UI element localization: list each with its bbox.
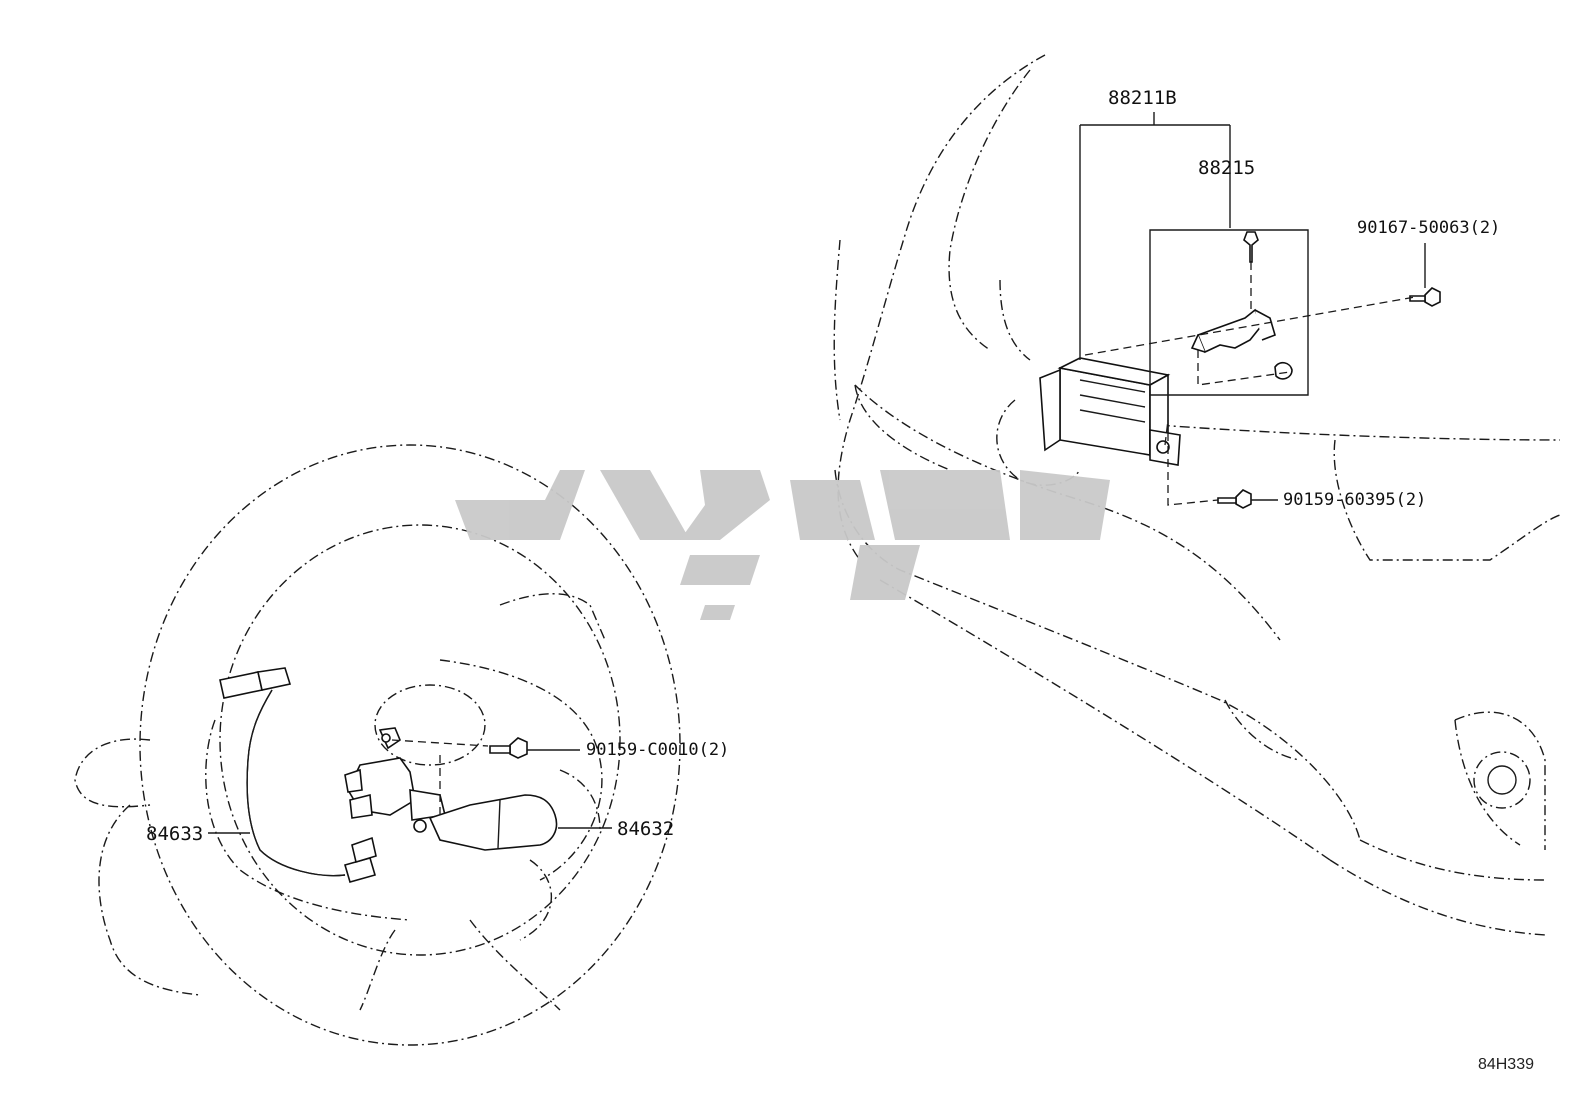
callout-module-bolt: 90159-60395(2) — [1283, 490, 1426, 510]
steering-wheel-outline — [74, 444, 681, 1046]
callout-module-assembly: 88211B — [1108, 87, 1177, 109]
sensor-bracket — [1190, 231, 1293, 380]
bracket-bolt — [1409, 287, 1441, 307]
callout-switch-bolt: 90159-C0010(2) — [586, 740, 729, 760]
module-bolt — [1217, 489, 1252, 509]
cruise-control-switch — [344, 727, 558, 851]
drawing-code: 84H339 — [1477, 1056, 1534, 1073]
leader-lines-left — [208, 739, 612, 834]
radar-sensor-module — [1039, 357, 1181, 466]
callout-wire-harness: 84633 — [146, 823, 203, 845]
switch-bolt — [489, 737, 528, 759]
callout-bracket-bolt: 90167-50063(2) — [1357, 218, 1500, 238]
leader-lines-right — [1079, 112, 1426, 506]
wire-harness — [219, 667, 377, 883]
callout-bracket: 88215 — [1198, 157, 1255, 179]
callout-cruise-switch: 84632 — [617, 818, 674, 840]
watermark-graphic — [455, 470, 1110, 620]
